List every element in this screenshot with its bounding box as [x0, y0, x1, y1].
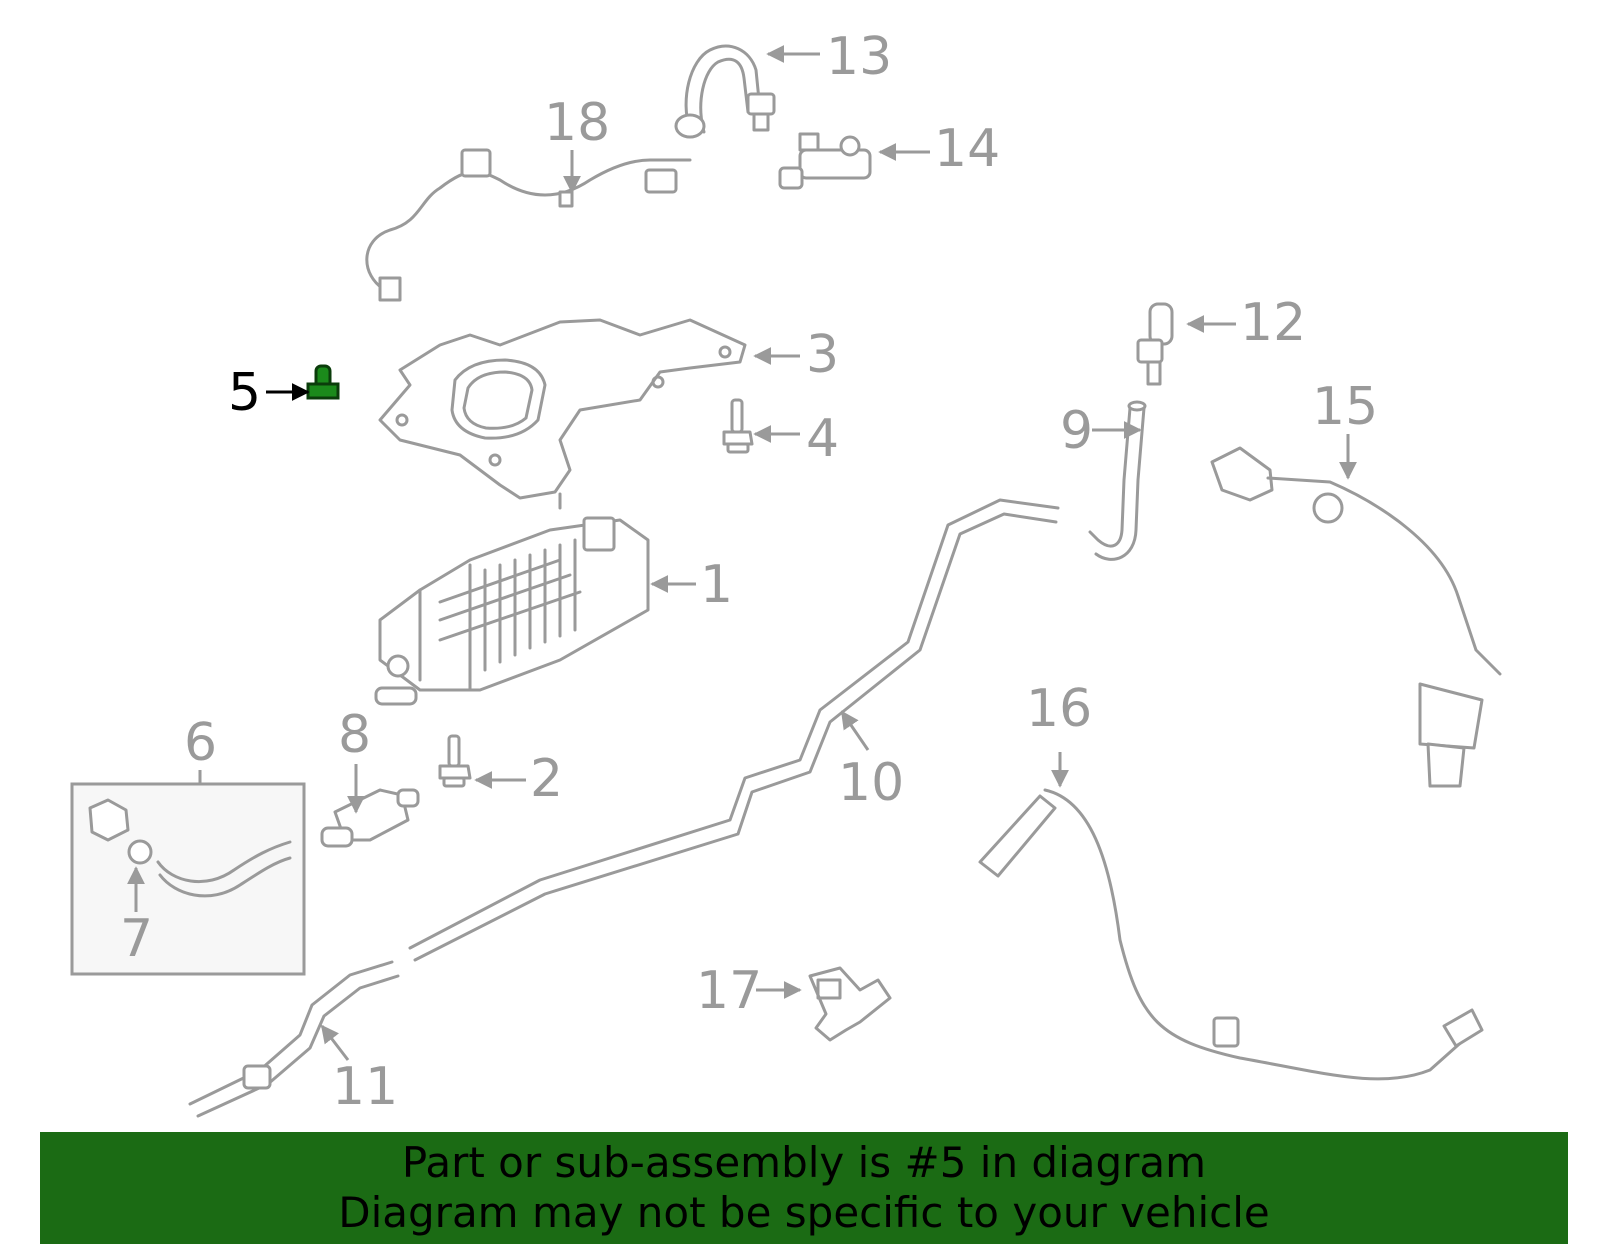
callout-9: 9 — [1060, 401, 1093, 461]
part-6-kit-box[interactable] — [70, 782, 306, 976]
part-3-bracket[interactable] — [378, 318, 747, 510]
callout-13: 13 — [826, 27, 892, 87]
part-5-bolt-highlighted[interactable] — [306, 364, 340, 400]
callout-7: 7 — [120, 909, 153, 969]
part-9-tube[interactable] — [1088, 400, 1147, 561]
banner-line-2: Diagram may not be specific to your vehi… — [338, 1188, 1270, 1237]
part-12-sensor[interactable] — [1136, 302, 1174, 386]
leader-lines — [127, 45, 1357, 1061]
callout-2: 2 — [530, 749, 563, 809]
part-2-bolt[interactable] — [438, 734, 472, 788]
callout-14: 14 — [934, 119, 1000, 179]
part-10-fuel-tube[interactable] — [408, 498, 1060, 962]
part-16-oxygen-sensor[interactable] — [978, 788, 1484, 1081]
part-13-hose[interactable] — [674, 44, 776, 139]
callout-12: 12 — [1240, 293, 1306, 353]
callout-5: 5 — [228, 363, 261, 423]
callout-6: 6 — [184, 713, 217, 773]
callout-8: 8 — [338, 705, 371, 765]
callout-labels: 13 18 14 3 5 4 1 6 8 2 7 9 12 15 16 10 1… — [120, 27, 1378, 1117]
callout-17: 17 — [696, 961, 762, 1021]
callout-11: 11 — [332, 1057, 398, 1117]
callout-10: 10 — [838, 753, 904, 813]
part-8-check-valve[interactable] — [320, 788, 420, 848]
info-banner: Part or sub-assembly is #5 in diagram Di… — [40, 1132, 1568, 1244]
part-11-tube[interactable] — [188, 960, 400, 1118]
part-4-bolt[interactable] — [722, 398, 754, 454]
part-1-canister[interactable] — [374, 516, 650, 706]
callout-18: 18 — [544, 93, 610, 153]
part-15-oxygen-sensor[interactable] — [1210, 446, 1502, 788]
callout-4: 4 — [806, 409, 839, 469]
callout-3: 3 — [806, 325, 839, 385]
banner-line-1: Part or sub-assembly is #5 in diagram — [401, 1138, 1207, 1187]
part-14-valve[interactable] — [778, 132, 872, 190]
part-17-sensor[interactable] — [808, 966, 892, 1042]
callout-15: 15 — [1312, 377, 1378, 437]
part-18-wire-harness[interactable] — [365, 148, 692, 302]
callout-16: 16 — [1026, 679, 1092, 739]
callout-1: 1 — [700, 555, 733, 615]
